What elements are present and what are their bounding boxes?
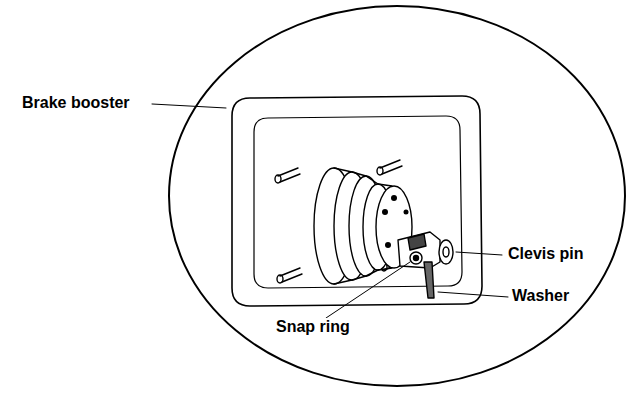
mounting-plate	[232, 96, 482, 306]
booster-shell	[169, 6, 625, 386]
part-label: Washer	[510, 287, 571, 305]
part-label: Brake booster	[20, 94, 132, 112]
leader-lines	[152, 104, 508, 318]
part-label: Snap ring	[274, 318, 352, 336]
part-label: Clevis pin	[506, 245, 586, 263]
booster-cylinder	[314, 168, 412, 284]
